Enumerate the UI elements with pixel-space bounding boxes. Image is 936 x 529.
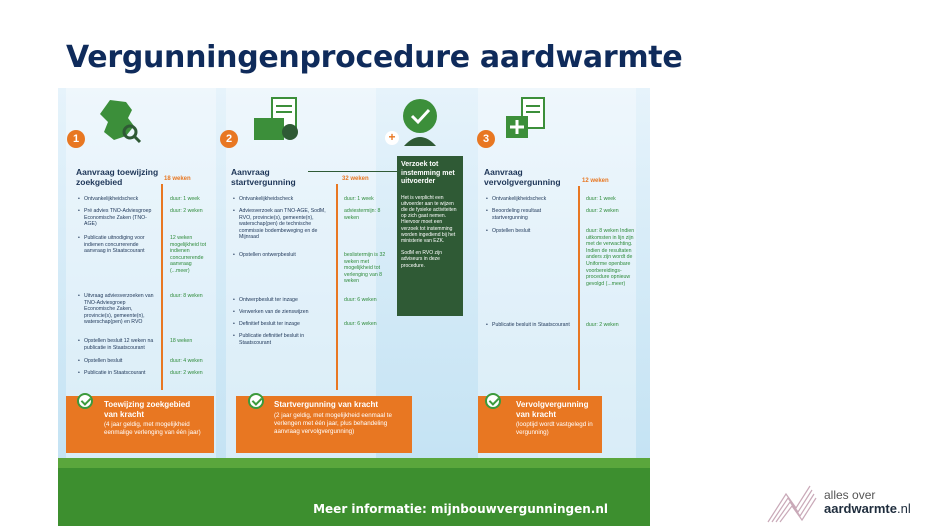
col2-item: Adviesverzoek aan TNO-AGE, SodM, RVO, pr…: [233, 208, 331, 241]
brand-waves-icon: [767, 485, 817, 523]
side-box-connector: [308, 171, 398, 172]
checkmark-icon: [248, 393, 264, 409]
col2-duration: adviestermijn: 8 weken: [344, 208, 381, 221]
step-plus-badge: +: [385, 131, 399, 145]
brand-suffix: .nl: [896, 501, 911, 516]
column-3-result-title: Vervolgvergunning: [516, 400, 589, 409]
col2-item: Opstellen ontwerpbesluit: [233, 252, 331, 259]
col1-item: Publicatie in Staatscourant: [78, 370, 156, 377]
column-2-title-line1: Aanvraag: [231, 167, 270, 177]
column-2-result-subtitle: (2 jaar geldig, met mogelijkheid eenmaal…: [274, 411, 392, 435]
checkmark-icon: [77, 393, 93, 409]
column-3-background: [478, 88, 636, 526]
column-3-result-subtitle: (looptijd wordt vastgelegd in vergunning…: [516, 421, 593, 436]
col1-duration: duur: 1 week: [170, 196, 200, 202]
col2-duration: duur: 1 week: [344, 196, 374, 202]
col2-item: Ontwerpbesluit ter inzage: [233, 297, 331, 304]
col3-duration: duur: 8 weken Indien uitkomsten in lijn …: [586, 228, 635, 287]
column-1-result-title: Toewijzing zoekgebied: [104, 400, 191, 409]
col1-item: Publicatie uitnodiging voor indienen con…: [78, 235, 156, 255]
column-3-timeline: [578, 186, 580, 390]
col1-item: Opstellen besluit: [78, 358, 156, 365]
column-2-title-line2: startvergunning: [231, 177, 296, 187]
column-3-result-title-line2: van kracht: [516, 409, 557, 419]
col1-item: Opstellen besluit 12 weken na publicatie…: [78, 338, 156, 351]
col1-duration: duur: 2 weken: [170, 208, 203, 214]
checkmark-icon: [485, 393, 501, 409]
footer-link[interactable]: Meer informatie: mijnbouwvergunningen.nl: [313, 502, 608, 516]
column-1-title-line2: zoekgebied: [76, 177, 123, 187]
col2-duration: duur: 6 weken: [344, 321, 377, 327]
col1-duration: duur: 2 weken: [170, 370, 203, 376]
column-1-title-line1: Aanvraag toewijzing: [76, 167, 159, 177]
col3-duration: duur: 1 week: [586, 196, 616, 202]
col2-item: Definitief besluit ter inzage: [233, 321, 331, 328]
col2-duration: beslistermijn is 32 weken met mogelijkhe…: [344, 252, 386, 285]
col3-item: Publicatie besluit in Staatscourant: [486, 322, 574, 329]
column-3-title-line1: Aanvraag: [484, 167, 523, 177]
step-3-badge: 3: [477, 130, 495, 148]
column-1-result-title-line2: van kracht: [104, 409, 145, 419]
col1-duration: 18 weken: [170, 338, 193, 344]
worker-approved-icon: [403, 99, 437, 146]
side-box-title: Verzoek tot instemming met uitvoerder: [401, 161, 455, 185]
column-2-timeline: [336, 184, 338, 390]
col1-duration: duur: 4 weken: [170, 358, 203, 364]
step-1-badge: 1: [67, 130, 85, 148]
netherlands-map-icon: [100, 100, 142, 144]
column-2-weeks: 32 weken: [342, 176, 369, 182]
column-1-title: Aanvraag toewijzing zoekgebied: [76, 167, 158, 187]
side-box-instemming: Verzoek tot instemming met uitvoerder He…: [397, 156, 463, 316]
infographic: 1 2 + 3 Aanvraag toewijzing zoekgebied 1…: [58, 88, 650, 526]
col3-duration: duur: 2 weken: [586, 208, 619, 214]
column-3-title: Aanvraag vervolgvergunning: [484, 167, 561, 187]
step-2-badge: 2: [220, 130, 238, 148]
brand-line2: aardwarmte.nl: [824, 502, 911, 516]
col1-item: Uitvraag adviesverzoeken van TNO-Adviesg…: [78, 293, 156, 326]
column-2-result: Startvergunning van kracht (2 jaar geldi…: [236, 396, 412, 453]
column-2-title: Aanvraag startvergunning: [231, 167, 296, 187]
side-box-text: Het is verplicht een uitvoerder aan te w…: [401, 194, 457, 244]
col3-item: Beoordeling resultaat startvergunning: [486, 208, 574, 221]
column-1-timeline: [161, 184, 163, 390]
column-2-background: [226, 88, 376, 526]
col1-item: Pré advies TNO-Adviesgroep Economische Z…: [78, 208, 156, 228]
grass-strip: [58, 458, 650, 468]
col3-item: Opstellen besluit: [486, 228, 574, 235]
col3-duration: duur: 2 weken: [586, 322, 619, 328]
column-3-title-line2: vervolgvergunning: [484, 177, 561, 187]
col2-item: Ontvankelijkheidscheck: [233, 196, 331, 203]
col3-item: Ontvankelijkheidscheck: [486, 196, 574, 203]
column-1-weeks: 18 weken: [164, 176, 191, 182]
brand-name: aardwarmte: [824, 501, 897, 516]
document-add-icon: [506, 97, 545, 138]
grass-ground: [58, 468, 650, 526]
side-box-text-2: SodM en RVO zijn adviseurs in deze proce…: [401, 250, 443, 269]
col1-duration: 12 weken mogelijkheid tot indienen concu…: [170, 235, 207, 274]
slide-title: Vergunningenprocedure aardwarmte: [66, 40, 683, 75]
col2-duration: duur: 6 weken: [344, 297, 377, 303]
column-3-weeks: 12 weken: [582, 178, 609, 184]
col1-item: Ontvankelijkheidscheck: [78, 196, 156, 203]
brand-logo: alles over aardwarmte.nl: [766, 482, 926, 524]
col1-duration: duur: 8 weken: [170, 293, 203, 299]
column-2-result-title: Startvergunning van kracht: [274, 400, 379, 409]
column-1-result-subtitle: (4 jaar geldig, met mogelijkheid eenmali…: [104, 421, 201, 436]
col2-item: Publicatie definitief besluit in Staatsc…: [233, 333, 331, 346]
certificate-icon: [254, 97, 298, 140]
brand-line1: alles over: [824, 488, 876, 502]
col2-item: Verwerken van de zienswijzen: [233, 309, 331, 316]
